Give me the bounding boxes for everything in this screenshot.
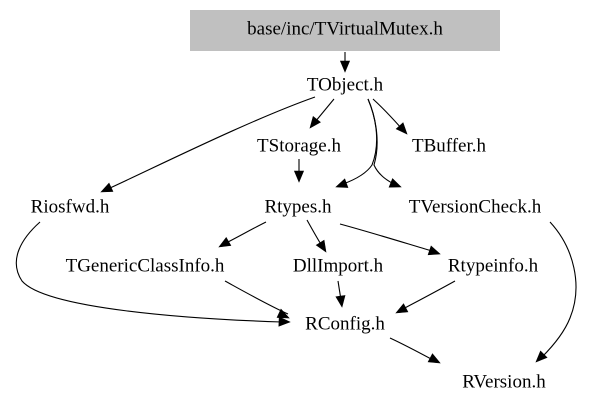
edge-rtypes-to-tgenericclassinfo (218, 221, 267, 248)
edge-arrowhead (335, 178, 349, 188)
edge-line (225, 221, 267, 244)
edge-tobject-to-tstorage (309, 98, 335, 129)
edge-tobject-to-tbuffer (372, 98, 408, 135)
edge-line (15, 221, 283, 323)
edge-arrowhead (335, 295, 346, 308)
edge-arrowhead (427, 353, 441, 364)
edge-line (367, 98, 395, 185)
node-label-tstorage: TStorage.h (257, 135, 341, 156)
edge-tobject-to-riosfwd (100, 96, 316, 193)
edge-rtypes-to-dllimport (306, 219, 327, 253)
edges-layer (15, 52, 577, 364)
edge-rconfig-to-rversion (389, 337, 441, 364)
node-label-tbuffer: TBuffer.h (412, 135, 487, 156)
edge-arrowhead (100, 182, 114, 193)
edge-line (541, 221, 577, 358)
edge-line (342, 98, 378, 185)
edge-arrowhead (309, 115, 321, 129)
edge-arrowhead (315, 239, 327, 253)
edge-arrowhead (427, 245, 441, 256)
edge-tversioncheck-to-rversion (535, 221, 577, 363)
edge-arrowhead (395, 303, 409, 314)
edge-line (402, 280, 456, 310)
edge-arrowhead (276, 308, 290, 319)
edge-rtypes-to-rtypeinfo (339, 223, 441, 256)
node-label-tversioncheck: TVersionCheck.h (409, 196, 542, 217)
node-label-rconfig: RConfig.h (305, 313, 385, 334)
node-label-rversion: RVersion.h (462, 371, 546, 392)
node-label-tobject: TObject.h (307, 74, 384, 95)
edge-arrowhead (278, 316, 291, 327)
edge-root-to-tobject (339, 52, 351, 73)
edge-arrowhead (388, 178, 402, 188)
edge-rtypeinfo-to-rconfig (395, 280, 456, 314)
edge-line (314, 98, 335, 123)
node-box-root (190, 10, 500, 51)
edge-tobject-to-tversioncheck (367, 98, 402, 188)
edge-line (372, 98, 403, 130)
node-label-tgenericclassinfo: TGenericClassInfo.h (66, 255, 225, 276)
node-label-root: base/inc/TVirtualMutex.h (247, 18, 443, 39)
node-label-rtypes: Rtypes.h (264, 196, 332, 217)
edge-line (339, 223, 433, 252)
edge-line (306, 219, 323, 247)
edge-arrowhead (293, 170, 305, 183)
edge-tgenericclassinfo-to-rconfig (224, 280, 290, 319)
edge-arrowhead (218, 236, 232, 248)
edge-line (389, 337, 434, 361)
node-label-riosfwd: Riosfwd.h (31, 196, 110, 217)
edge-arrowhead (395, 122, 408, 135)
edge-arrowhead (339, 60, 351, 73)
node-labels-layer: base/inc/TVirtualMutex.hTObject.hTStorag… (31, 18, 547, 392)
edge-line (224, 280, 289, 315)
node-boxes-layer (190, 10, 500, 51)
node-label-rtypeinfo: Rtypeinfo.h (448, 255, 539, 276)
node-label-dllimport: DllImport.h (293, 255, 384, 276)
edge-tstorage-to-rtypes (293, 159, 305, 183)
edge-arrowhead (535, 350, 548, 363)
edge-riosfwd-to-rconfig (15, 221, 291, 327)
edge-dllimport-to-rconfig (335, 280, 346, 308)
edge-line (109, 96, 316, 189)
